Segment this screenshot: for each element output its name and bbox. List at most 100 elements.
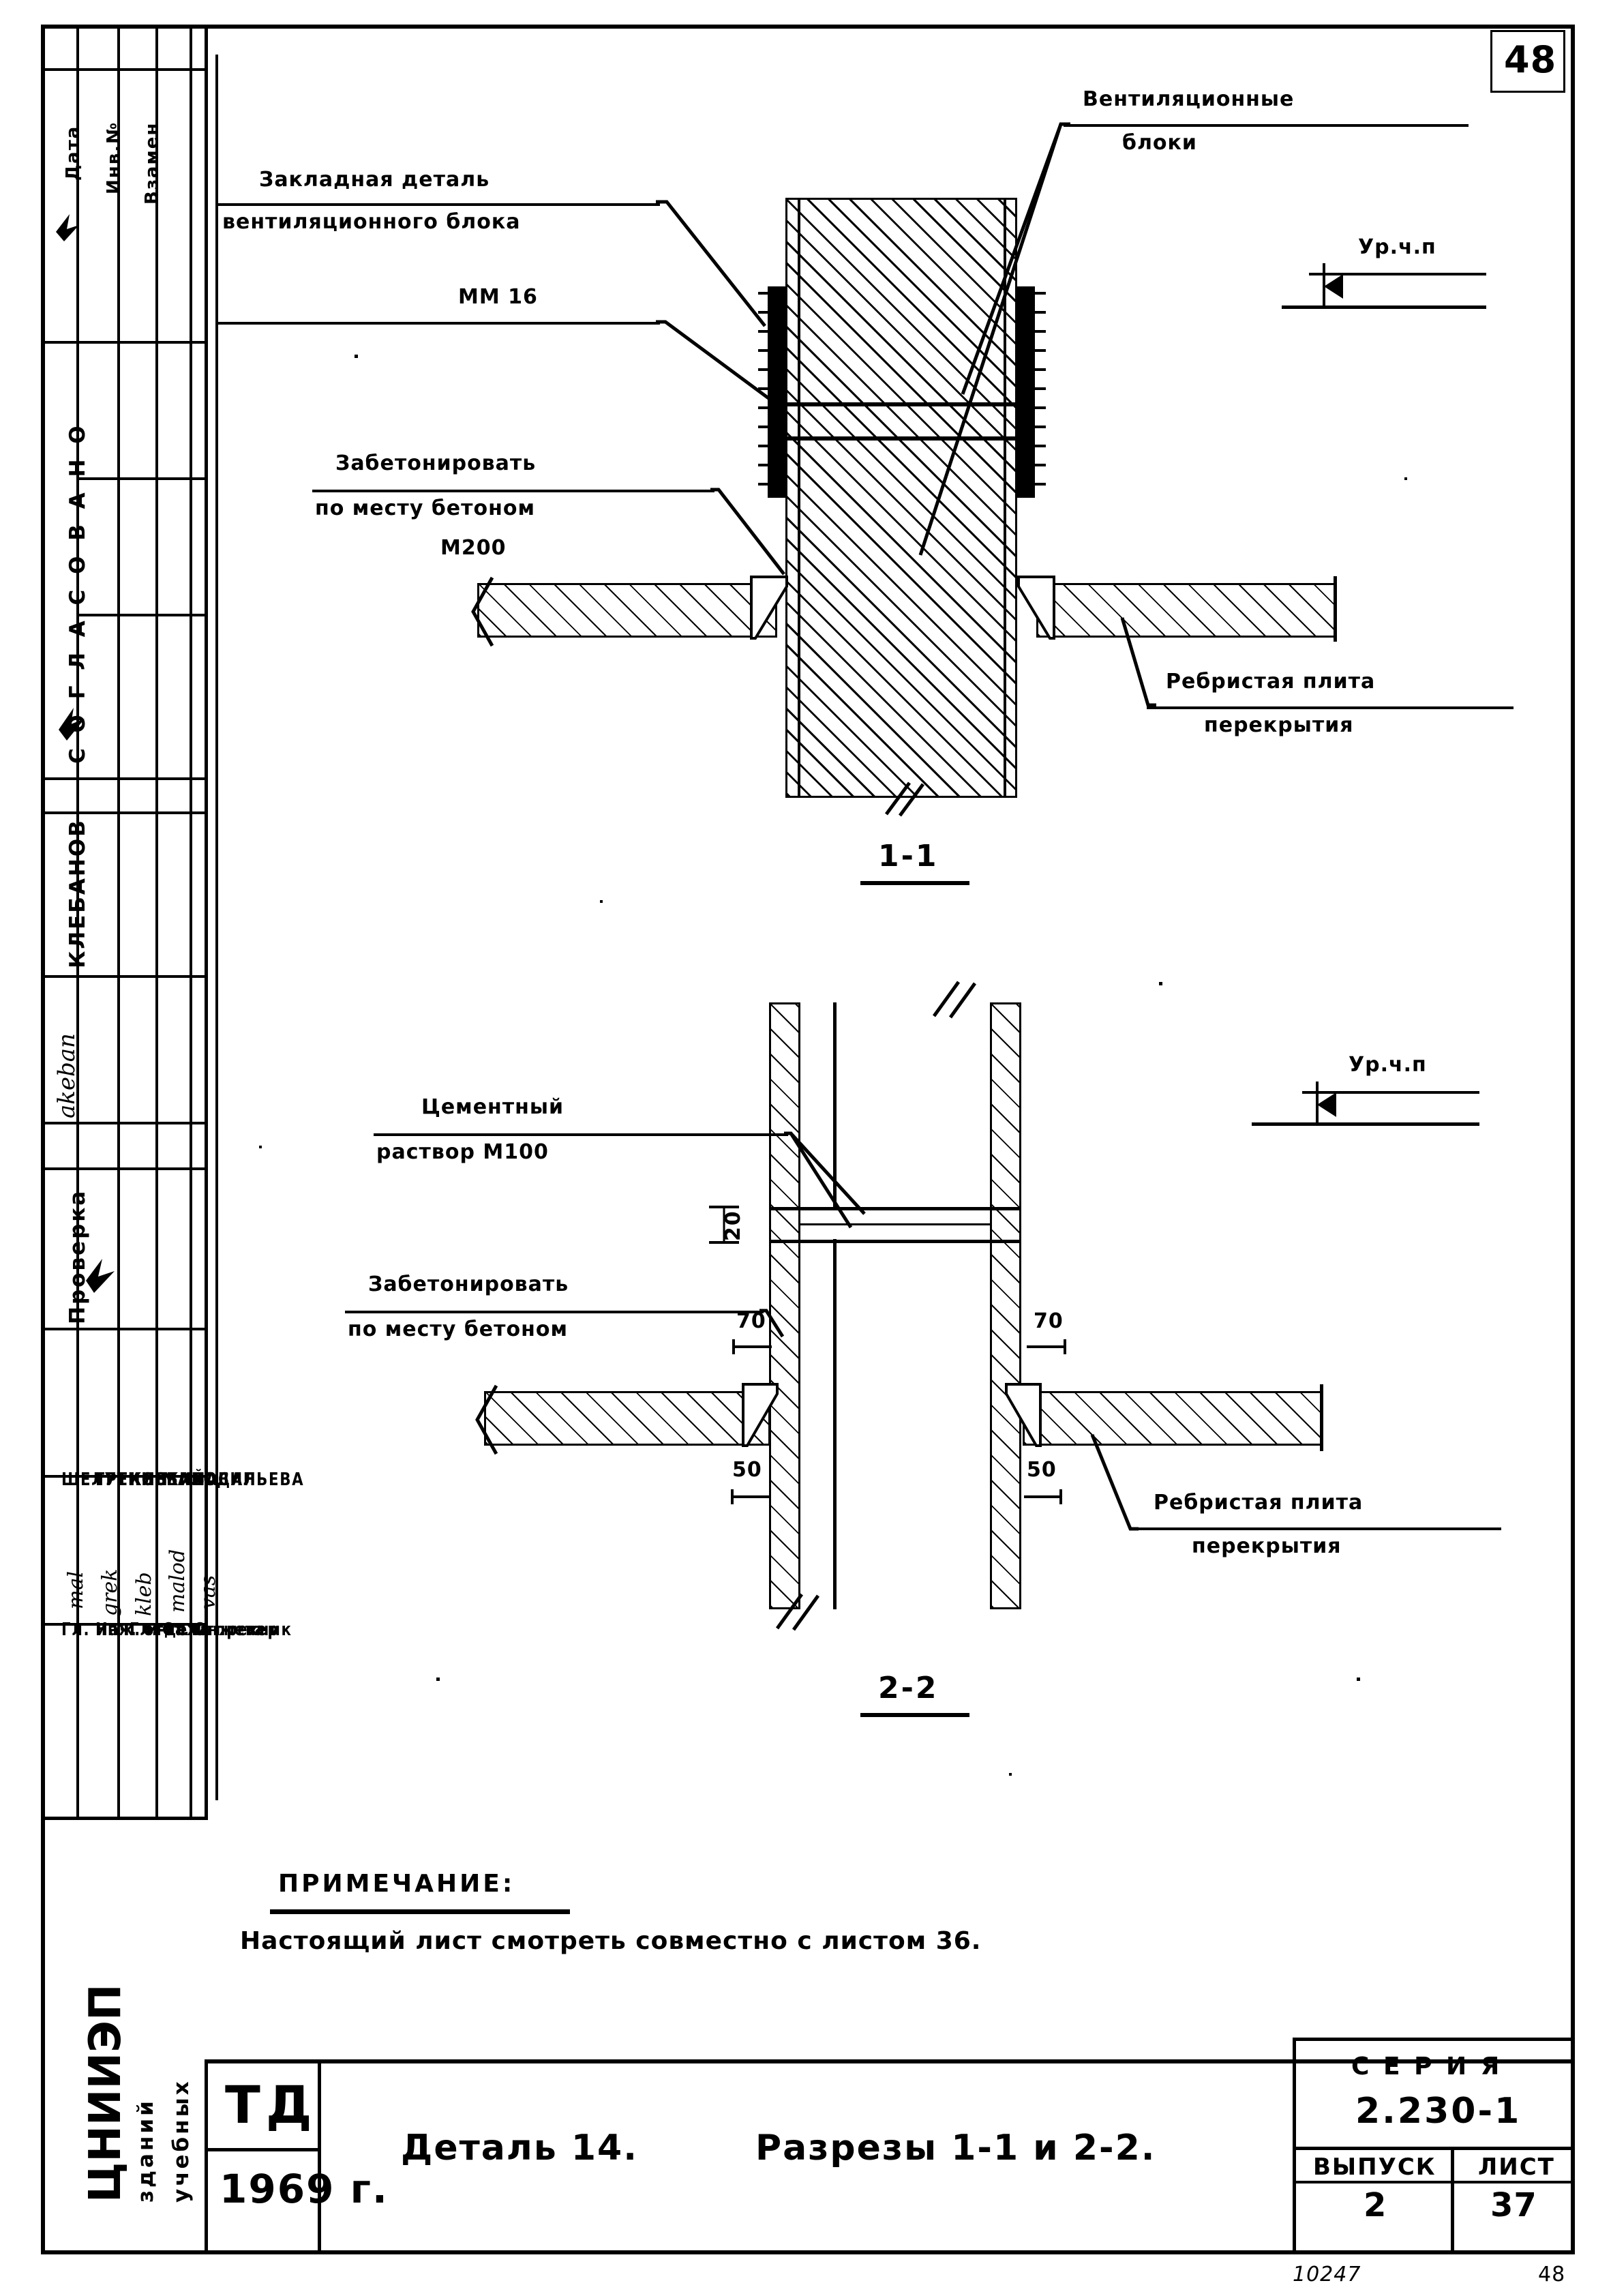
label-slab-bottom-l2: перекрытия xyxy=(1192,1534,1342,1558)
vent-block-joint-top xyxy=(785,402,1017,406)
dimension-50-left-ticks xyxy=(731,1489,769,1504)
slab-left-bottom xyxy=(484,1391,770,1446)
dimension-70-right: 70 xyxy=(1034,1309,1064,1333)
frame-top xyxy=(41,25,1575,29)
sidebar-hrule-m xyxy=(41,1623,208,1626)
leader-line-slab-top xyxy=(1120,617,1156,707)
sheet-label: ЛИСТ xyxy=(1478,2153,1555,2181)
logo-mark: ЦНИИЭП xyxy=(80,1984,131,2203)
detail-title: Деталь 14. xyxy=(401,2128,638,2168)
sidebar-hrule-j xyxy=(41,1167,208,1170)
mortar-joint-bottom xyxy=(769,1240,1021,1243)
sheet-value: 37 xyxy=(1490,2186,1537,2224)
sidebar-col-data: Дата xyxy=(63,125,83,181)
label-mortar-leader xyxy=(374,1133,788,1136)
sidebar-name-0: ШЕЛУТИНСКИЙ xyxy=(61,1470,207,1490)
note-heading: ПРИМЕЧАНИЕ: xyxy=(278,1870,515,1898)
slab-right-bevel-top xyxy=(1017,576,1055,640)
level-mark-top-arrow xyxy=(1323,263,1343,307)
sidebar-role-0: Гл. инж. и-та xyxy=(61,1620,186,1640)
label-embedded-part-leader xyxy=(218,203,660,206)
note-text: Настоящий лист смотреть совместно с лист… xyxy=(240,1927,982,1955)
sidebar-role-1: Нач. отдела xyxy=(95,1620,211,1640)
level-mark-top-line1 xyxy=(1309,273,1486,275)
scan-speckle-6 xyxy=(1009,1773,1012,1776)
label-concrete-top-l3: М200 xyxy=(440,536,507,560)
sidebar-rule-2 xyxy=(117,25,120,1817)
label-slab-bottom-l1: Ребристая плита xyxy=(1154,1491,1364,1515)
title-block-vrule-1 xyxy=(205,2059,208,2254)
label-mark-mm16: ММ 16 xyxy=(458,285,538,309)
bottom-code: 10247 xyxy=(1293,2263,1361,2286)
frame-right xyxy=(1571,25,1575,2254)
dimension-70-right-ticks xyxy=(1027,1339,1066,1354)
sidebar-name-2: КЛЕБАНОВ xyxy=(130,1470,230,1490)
drawing-area-left-edge xyxy=(215,55,218,1800)
frame-left xyxy=(41,25,45,2254)
embedded-plate-left xyxy=(768,286,785,498)
frame-bottom xyxy=(41,2250,1575,2254)
scan-speckle-8 xyxy=(1357,1678,1360,1681)
wall-left-bottom xyxy=(769,1002,800,1609)
sidebar-hrule-h xyxy=(41,975,208,978)
wall-break-top-bottom xyxy=(932,981,977,1019)
leader-line-concrete-top xyxy=(710,488,785,576)
scan-speckle-3 xyxy=(1159,982,1162,985)
leader-line-mortar xyxy=(784,1131,866,1229)
level-mark-top-line2 xyxy=(1282,305,1486,309)
section-label-bottom-underline xyxy=(860,1713,969,1717)
sidebar-hrule-i xyxy=(41,1122,208,1124)
slab-left-bevel-top xyxy=(750,576,788,640)
sidebar-hrule-d xyxy=(76,477,208,480)
embedded-plate-right-serration xyxy=(1035,292,1046,486)
sidebar-hrule-n xyxy=(41,1817,208,1820)
level-mark-bottom-arrow xyxy=(1316,1082,1336,1125)
title-block-series-bottom-rule xyxy=(1293,2147,1575,2150)
vent-block-body xyxy=(785,198,1017,798)
mortar-joint-top xyxy=(769,1207,1021,1210)
scan-speckle-2 xyxy=(600,900,603,903)
corner-number-box xyxy=(1490,30,1565,93)
wall-break-bottom-bottom xyxy=(775,1593,820,1631)
sidebar-signature-1: 𝑔𝑟𝑒𝑘 xyxy=(98,1568,122,1616)
embedded-plate-left-serration xyxy=(758,292,769,486)
title-block-midrule xyxy=(205,2148,320,2151)
mortar-joint-mid xyxy=(800,1223,990,1225)
section-label-top: 1-1 xyxy=(878,839,939,874)
stamp-ink-mark-1 xyxy=(56,214,79,241)
stage-code: ТД xyxy=(225,2074,318,2135)
sidebar-rule-1 xyxy=(76,25,79,1817)
title-block-top-rule xyxy=(205,2059,1575,2063)
vent-block-inner-left xyxy=(798,198,800,798)
sidebar-hrule-e xyxy=(76,614,208,616)
sidebar-col-vzamen: Взамен xyxy=(142,121,162,205)
label-slab-top-leader xyxy=(1147,706,1514,709)
sidebar-rule-3 xyxy=(155,25,158,1817)
leader-line-concrete-bottom xyxy=(759,1309,785,1338)
dimension-70-left-ticks xyxy=(732,1339,772,1354)
leader-line-vent-block xyxy=(918,122,1070,556)
sidebar-role-3: Ст. инженер xyxy=(162,1620,280,1640)
logo-line1: зданий xyxy=(134,2098,158,2203)
title-block-vrule-3 xyxy=(1293,2038,1296,2254)
level-mark-bottom-line1 xyxy=(1302,1091,1479,1094)
title-block-series-rule xyxy=(1293,2038,1575,2041)
dimension-50-left: 50 xyxy=(732,1458,762,1482)
label-slab-top-l2: перекрытия xyxy=(1204,713,1354,737)
slab-left-break-bottom xyxy=(475,1384,498,1455)
embedded-plate-right xyxy=(1017,286,1035,498)
sidebar-divider xyxy=(205,25,208,1817)
label-embedded-part-l1: Закладная деталь xyxy=(259,168,490,192)
sidebar-hrule-b xyxy=(76,341,208,344)
sidebar-signature-4: 𝑣𝑎𝑠 xyxy=(196,1575,220,1609)
level-mark-bottom: Ур.ч.п xyxy=(1349,1053,1427,1077)
sections-title: Разрезы 1-1 и 2-2. xyxy=(755,2128,1156,2168)
label-slab-bottom-leader xyxy=(1134,1527,1501,1530)
label-mortar-l2: раствор М100 xyxy=(376,1140,549,1164)
slab-right-bevel-bottom xyxy=(1005,1383,1042,1447)
dimension-50-right: 50 xyxy=(1027,1458,1057,1482)
sidebar-hrule-g xyxy=(41,811,208,814)
series-value: 2.230-1 xyxy=(1355,2091,1522,2132)
note-heading-underline xyxy=(270,1909,570,1914)
section-label-bottom: 2-2 xyxy=(878,1671,939,1705)
